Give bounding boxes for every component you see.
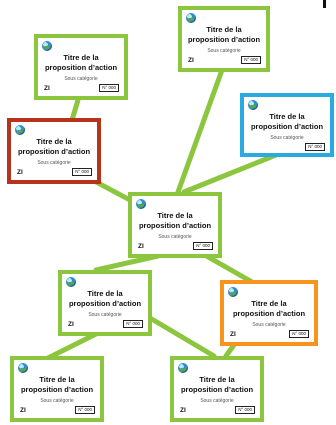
- card-title-line2: proposition d’action: [187, 35, 261, 44]
- card-title-line1: Titre de la: [36, 137, 72, 146]
- connector-center-to-midleft: [93, 253, 161, 273]
- globe-icon: [15, 125, 25, 135]
- card-subtitle: Sous catégorie: [64, 76, 98, 82]
- card-title-line2: proposition d’action: [250, 122, 324, 131]
- card-subtitle: Sous catégorie: [37, 160, 71, 166]
- card-title-line2: proposition d’action: [68, 299, 142, 308]
- card-zone: ZI: [180, 407, 186, 414]
- card-title-line1: Titre de la: [39, 375, 75, 384]
- card-subtitle: Sous catégorie: [252, 322, 286, 328]
- card-title-line1: Titre de la: [269, 112, 305, 121]
- corner-mark: [323, 0, 326, 8]
- connector-top-to-center: [175, 67, 225, 195]
- card-zone: ZI: [188, 57, 194, 64]
- card-title-line2: proposition d’action: [44, 63, 118, 72]
- card-title-line1: Titre de la: [251, 299, 287, 308]
- connector-midleft-to-bottomright: [147, 315, 217, 359]
- card-subtitle: Sous catégorie: [88, 312, 122, 318]
- card-number: N° 000: [289, 330, 309, 338]
- card-title-line2: proposition d’action: [138, 221, 212, 230]
- card-number: N° 000: [72, 168, 92, 176]
- card-subtitle: Sous catégorie: [40, 398, 74, 404]
- connector-blue-to-center: [181, 152, 279, 195]
- card-number: N° 000: [235, 406, 255, 414]
- card-title-line1: Titre de la: [63, 53, 99, 62]
- card-title-line1: Titre de la: [87, 289, 123, 298]
- card-title-line1: Titre de la: [157, 211, 193, 220]
- globe-icon: [228, 287, 238, 297]
- card-title-line2: proposition d’action: [17, 147, 91, 156]
- connector-topleft-to-brown: [69, 97, 81, 123]
- globe-icon: [42, 41, 52, 51]
- card-number: N° 000: [99, 84, 119, 92]
- card-number: N° 000: [241, 56, 261, 64]
- card-title-line2: proposition d’action: [20, 385, 94, 394]
- card-number: N° 000: [193, 242, 213, 250]
- card-zone: ZI: [20, 407, 26, 414]
- globe-icon: [248, 100, 258, 110]
- card-zone: ZI: [17, 169, 23, 176]
- card-zone: ZI: [138, 243, 144, 250]
- globe-icon: [66, 277, 76, 287]
- globe-icon: [18, 363, 28, 373]
- connector-midleft-to-bottomleft: [45, 331, 99, 361]
- card-title-line1: Titre de la: [199, 375, 235, 384]
- card-zone: ZI: [68, 321, 74, 328]
- card-number: N° 000: [305, 143, 325, 151]
- card-title-line2: proposition d’action: [180, 385, 254, 394]
- card-title-line2: proposition d’action: [232, 309, 306, 318]
- card-subtitle: Sous catégorie: [207, 48, 241, 54]
- globe-icon: [178, 363, 188, 373]
- card-title-line1: Titre de la: [206, 25, 242, 34]
- card-subtitle: Sous catégorie: [158, 234, 192, 240]
- card-number: N° 000: [123, 320, 143, 328]
- card-subtitle: Sous catégorie: [270, 135, 304, 141]
- card-number: N° 000: [75, 406, 95, 414]
- globe-icon: [186, 13, 196, 23]
- card-zone: ZI: [230, 331, 236, 338]
- globe-icon: [136, 199, 146, 209]
- card-subtitle: Sous catégorie: [200, 398, 234, 404]
- card-zone: ZI: [44, 85, 50, 92]
